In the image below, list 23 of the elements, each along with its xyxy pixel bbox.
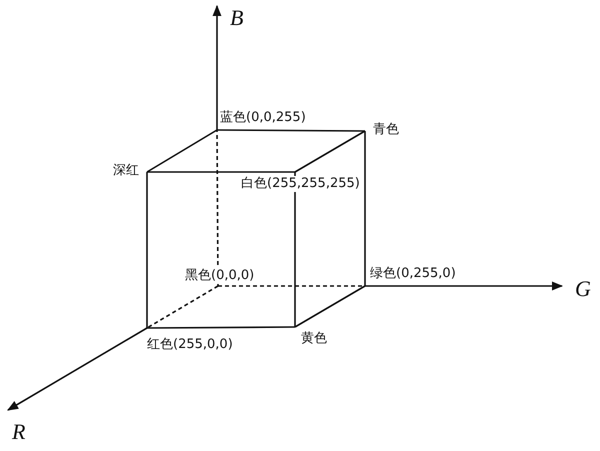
cube-edge [294, 285, 366, 328]
vertex-label: 白色(255,255,255) [240, 176, 361, 192]
cube-edge [146, 129, 218, 173]
cube-edge [146, 172, 148, 328]
vertex-label: 青色 [372, 122, 400, 138]
cube-edge [217, 129, 365, 132]
axis-label: G [575, 277, 591, 301]
cube-edge [294, 172, 296, 327]
cube-edge [364, 131, 366, 286]
hidden-cube-edge [146, 285, 218, 329]
vertex-label: 黑色(0,0,0) [184, 268, 256, 284]
axis-label: R [12, 420, 26, 444]
axis-label: B [230, 6, 244, 30]
hidden-cube-edge [218, 285, 365, 287]
hidden-cube-edge [216, 130, 219, 286]
cube-edge [147, 326, 295, 329]
vertex-label: 绿色(0,255,0) [369, 266, 457, 282]
vertex-label: 红色(255,0,0) [146, 337, 234, 353]
vertex-label: 蓝色(0,0,255) [219, 110, 307, 126]
cube-edge [147, 171, 295, 173]
vertex-label: 深红 [112, 163, 140, 179]
cube-edge [294, 130, 366, 173]
vertex-label: 黄色 [300, 331, 328, 347]
